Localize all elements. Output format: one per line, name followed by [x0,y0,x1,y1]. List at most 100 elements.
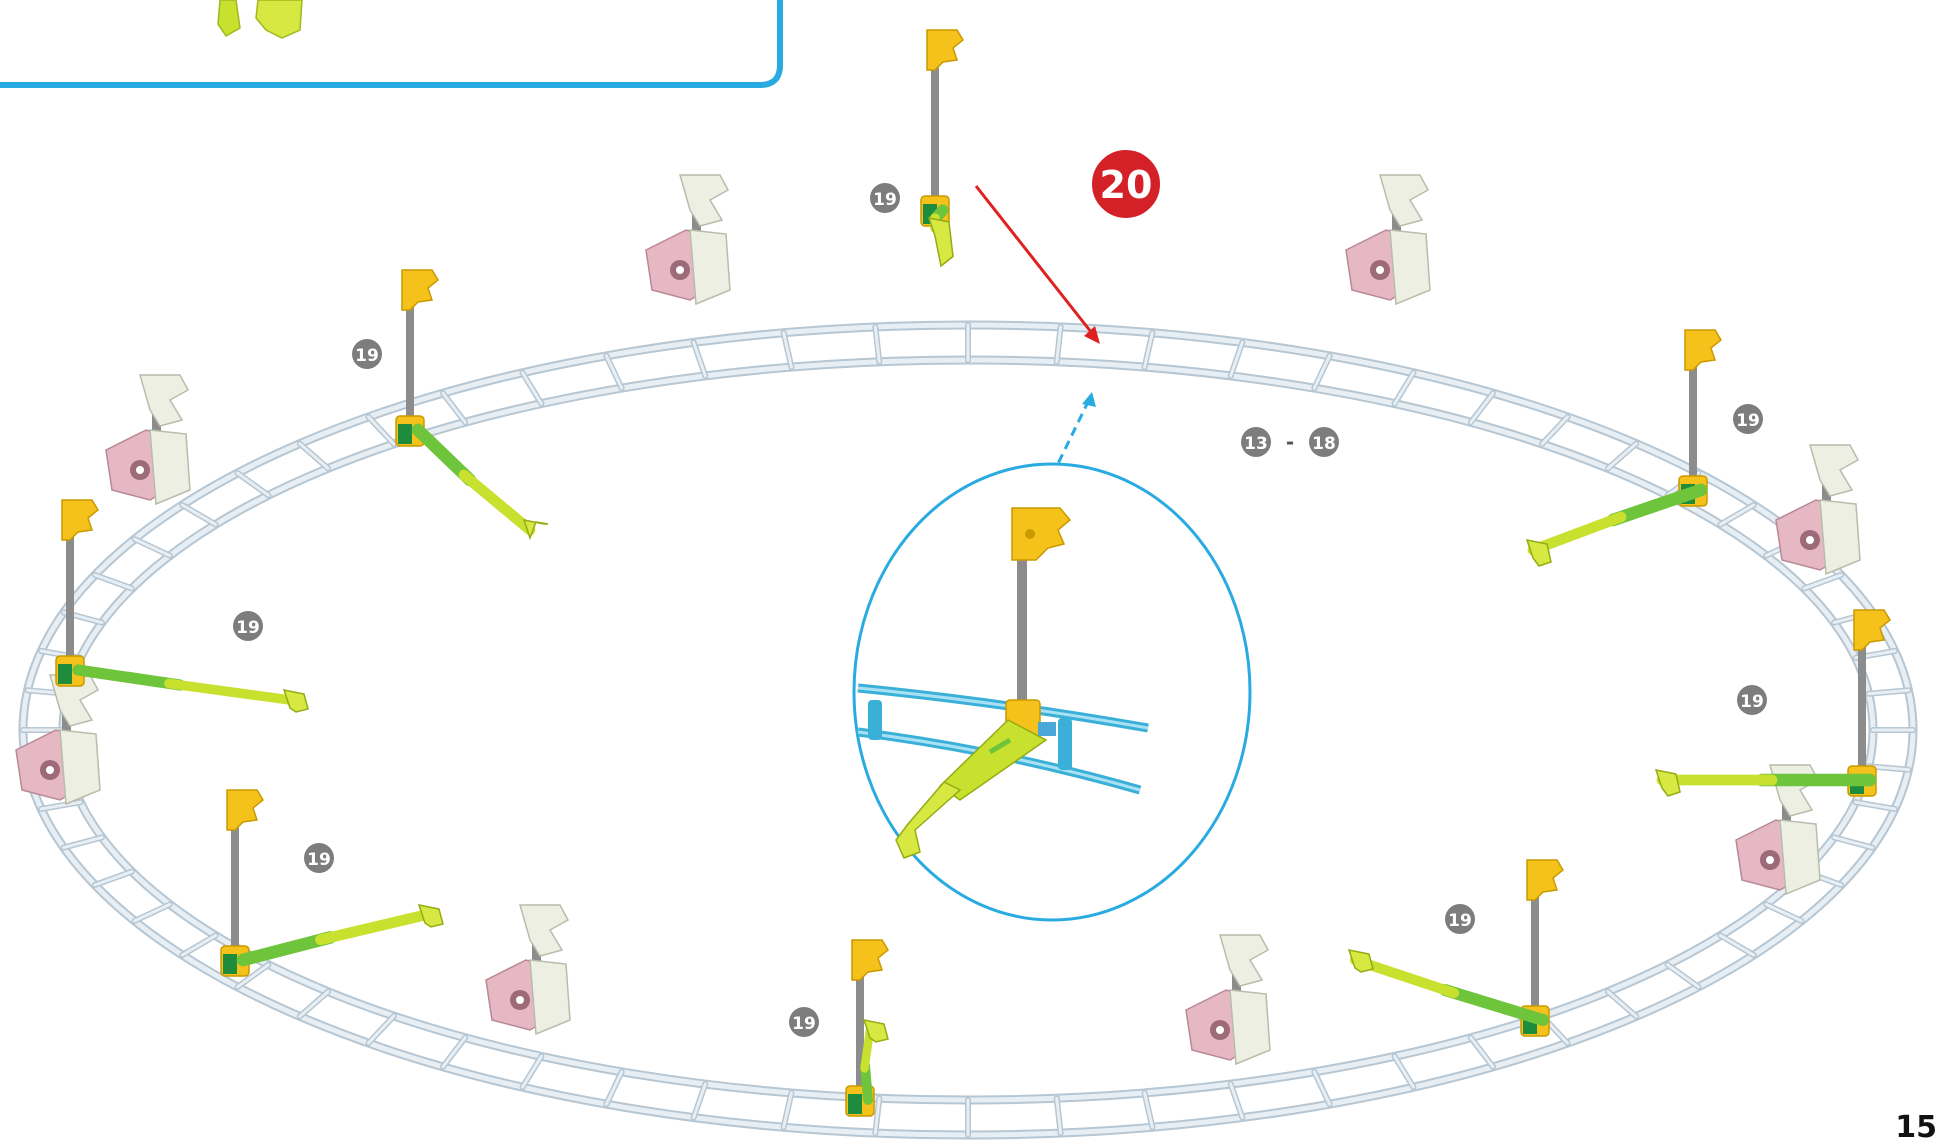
part-range-label: 13 - 18 [1241,427,1339,457]
track-tie-highlight [366,1014,396,1045]
track-tie-highlight [873,325,881,364]
track-tie-highlight [1666,963,1700,989]
part-label: 19 [233,611,263,641]
track-tie-highlight [1055,325,1063,364]
track-tie-highlight [93,573,134,590]
track-tie-highlight [521,371,543,406]
track-tie-highlight [236,471,270,497]
part-label: 19 [1737,685,1767,715]
track-tie-highlight [1143,1091,1154,1129]
track-tie-highlight [441,1036,467,1069]
track-tie-highlight [39,800,82,811]
swing-arm [1654,609,1891,797]
arm-claw [282,689,309,713]
track-tie-highlight [62,835,104,850]
seat-assemblies [15,174,1861,1066]
step-number-badge: 20 [1088,146,1164,222]
top-connector [926,29,964,71]
track-tie-highlight [366,415,396,446]
seat-assembly [645,174,731,306]
part-label: 19 [1445,904,1475,934]
track-tie-highlight [133,537,172,558]
track-tie-highlight [1718,934,1756,957]
part-label-text: 19 [355,346,379,366]
track-tie-highlight [1469,1036,1495,1069]
blue-dashed-arrow [1050,392,1096,477]
track-tie-highlight [692,340,707,378]
swing-arm [920,29,964,268]
swing-arm [220,789,444,977]
swing-arm [845,939,889,1117]
top-connector [851,939,889,981]
green-clip [223,954,237,974]
track-tie-highlight [180,503,218,526]
track-tie-highlight [1854,800,1897,811]
seat-assembly [485,904,571,1036]
previous-step-part-icon [217,0,303,39]
track-tie-highlight [298,990,330,1018]
track-tie-highlight [1606,990,1638,1018]
seat-assembly [1185,934,1271,1066]
swing-arms [55,29,1891,1117]
arm-claw [417,904,444,928]
page-number: 15 [1895,1110,1937,1145]
part-label-text: 19 [1740,692,1764,712]
part-label-text: 19 [1448,911,1472,931]
swing-arm [1525,329,1722,567]
swing-arm [395,269,549,541]
part-label-text: 19 [792,1014,816,1034]
track-tie-highlight [782,331,793,369]
arm-claw [522,519,549,541]
arm-claw [1347,949,1374,973]
seat-assembly [105,374,191,506]
track-tie-highlight [521,1054,543,1089]
track-tie-highlight [1540,415,1570,446]
track-tie-highlight [180,934,218,957]
arm-lime-section [164,678,295,705]
range-end: 18 [1312,434,1336,454]
top-connector [1853,609,1891,651]
top-connector [1526,859,1564,901]
green-clip [398,424,412,444]
arm-green-section [1606,483,1708,527]
seat-assembly [1775,444,1861,576]
red-arrow [974,185,1100,344]
arm-green-section [1439,984,1549,1026]
arm-green-section [72,664,186,691]
track-tie-highlight [133,902,172,923]
range-start: 13 [1244,434,1268,454]
part-label-text: 19 [873,190,897,210]
top-connector [401,269,439,311]
track-tie-highlight [1055,1096,1063,1135]
part-label: 19 [789,1007,819,1037]
track-tie-highlight [1229,340,1244,378]
track-tie-highlight [604,354,624,390]
arm-lime-section [458,469,536,536]
arm-claw [927,217,954,268]
track-tie-highlight [1393,1054,1415,1089]
magnified-detail-callout [852,462,1252,922]
track-tie-highlight [1764,902,1803,923]
green-clip [58,664,72,684]
track-tie-highlight [692,1082,707,1120]
track-tie-highlight [1867,688,1910,696]
track-tie-highlight [1469,391,1495,424]
previous-step-panel [0,0,783,88]
top-connector [226,789,264,831]
step-number: 20 [1100,163,1153,207]
track-tie-highlight [441,391,467,424]
track-tie-highlight [782,1091,793,1129]
part-label: 19 [870,183,900,213]
track-tie-highlight [1606,442,1638,470]
track-tie-highlight [1229,1082,1244,1120]
track-tie-highlight [236,963,270,989]
arm-claw [862,1019,889,1043]
track-tie-highlight [93,870,134,887]
track-tie-highlight [1393,371,1415,406]
top-connector [61,499,99,541]
part-label: 19 [304,843,334,873]
track-tie-highlight [1802,573,1843,590]
track-tie-highlight [298,442,330,470]
part-label: 19 [352,339,382,369]
